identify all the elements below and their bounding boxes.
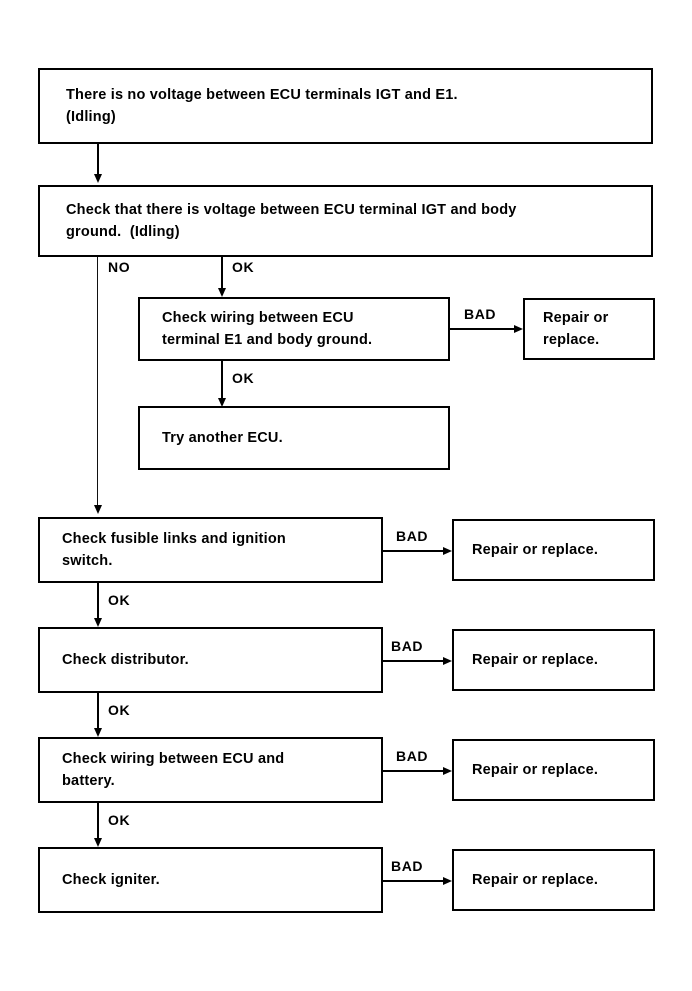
- node-check-fusible-line1: Check fusible links and ignition: [62, 530, 286, 547]
- edge-label-bad-fusible: BAD: [396, 528, 429, 544]
- node-repair-4: Repair or replace.: [452, 739, 655, 801]
- node-repair-2-line1: Repair or replace.: [472, 541, 599, 558]
- node-check-igniter-line1: Check igniter.: [62, 871, 160, 888]
- edge-label-ok-e1: OK: [232, 370, 255, 386]
- connector-bad-e1: [450, 328, 516, 330]
- node-repair-1-line1: Repair or: [543, 309, 609, 326]
- node-repair-2: Repair or replace.: [452, 519, 655, 581]
- node-try-ecu: Try another ECU.: [138, 406, 450, 470]
- edge-label-ok-distributor: OK: [108, 702, 131, 718]
- node-symptom-line2: (Idling): [66, 109, 116, 125]
- connector-bad-distributor: [383, 660, 447, 662]
- node-check-igt-line1: Check that there is voltage between ECU …: [66, 201, 517, 218]
- arrowhead-ok-distributor: [93, 728, 102, 737]
- connector-symptom-to-check-igt: [97, 144, 99, 176]
- node-repair-1: Repair or replace.: [523, 298, 655, 360]
- node-repair-5-line1: Repair or replace.: [472, 871, 599, 888]
- node-check-igt-line2: ground. (Idling): [66, 224, 180, 240]
- node-check-distributor: Check distributor.: [38, 627, 383, 693]
- node-symptom: There is no voltage between ECU terminal…: [38, 68, 653, 144]
- node-check-battery-wiring-line1: Check wiring between ECU and: [62, 750, 285, 767]
- node-check-e1-wiring-line1: Check wiring between ECU: [162, 309, 354, 326]
- arrowhead-bad-e1: [514, 324, 523, 333]
- connector-ok-e1: [221, 361, 223, 405]
- arrowhead-symptom-to-check-igt: [93, 174, 102, 183]
- connector-bad-igniter: [383, 880, 447, 882]
- arrowhead-bad-distributor: [443, 656, 452, 665]
- node-symptom-line1: There is no voltage between ECU terminal…: [66, 86, 458, 103]
- arrowhead-bad-fusible: [443, 546, 452, 555]
- node-check-fusible-line2: switch.: [62, 553, 113, 569]
- edge-label-bad-distributor: BAD: [391, 638, 424, 654]
- edge-label-ok-battery: OK: [108, 812, 131, 828]
- arrowhead-ok-fusible: [93, 618, 102, 627]
- node-repair-5: Repair or replace.: [452, 849, 655, 911]
- node-repair-3: Repair or replace.: [452, 629, 655, 691]
- connector-ok-branch-stub: [221, 257, 223, 271]
- arrowhead-no-branch: [93, 505, 102, 514]
- edge-label-bad-e1: BAD: [464, 306, 497, 322]
- node-check-e1-wiring-line2: terminal E1 and body ground.: [162, 332, 373, 348]
- node-check-e1-wiring: Check wiring between ECU terminal E1 and…: [138, 297, 450, 361]
- connector-ok-battery: [97, 803, 99, 843]
- node-repair-1-line2: replace.: [543, 332, 600, 348]
- node-check-distributor-line1: Check distributor.: [62, 651, 189, 668]
- connector-bad-battery: [383, 770, 447, 772]
- edge-label-ok-fusible: OK: [108, 592, 131, 608]
- node-check-battery-wiring: Check wiring between ECU and battery.: [38, 737, 383, 803]
- edge-label-bad-battery: BAD: [396, 748, 429, 764]
- connector-ok-branch-drop: [221, 271, 223, 295]
- node-check-fusible: Check fusible links and ignition switch.: [38, 517, 383, 583]
- edge-label-bad-igniter: BAD: [391, 858, 424, 874]
- edge-label-ok-branch: OK: [232, 259, 255, 275]
- node-repair-3-line1: Repair or replace.: [472, 651, 599, 668]
- node-check-battery-wiring-line2: battery.: [62, 773, 115, 789]
- node-repair-4-line1: Repair or replace.: [472, 761, 599, 778]
- node-try-ecu-line1: Try another ECU.: [162, 429, 283, 446]
- connector-ok-fusible: [97, 583, 99, 623]
- arrowhead-ok-battery: [93, 838, 102, 847]
- edge-label-no: NO: [108, 259, 131, 275]
- connector-bad-fusible: [383, 550, 447, 552]
- arrowhead-bad-battery: [443, 766, 452, 775]
- connector-ok-distributor: [97, 693, 99, 733]
- arrowhead-ok-e1: [217, 398, 226, 407]
- node-check-igt: Check that there is voltage between ECU …: [38, 185, 653, 257]
- node-check-igniter: Check igniter.: [38, 847, 383, 913]
- arrowhead-ok-branch: [217, 288, 226, 297]
- arrowhead-bad-igniter: [443, 876, 452, 885]
- connector-no-branch: [97, 257, 98, 507]
